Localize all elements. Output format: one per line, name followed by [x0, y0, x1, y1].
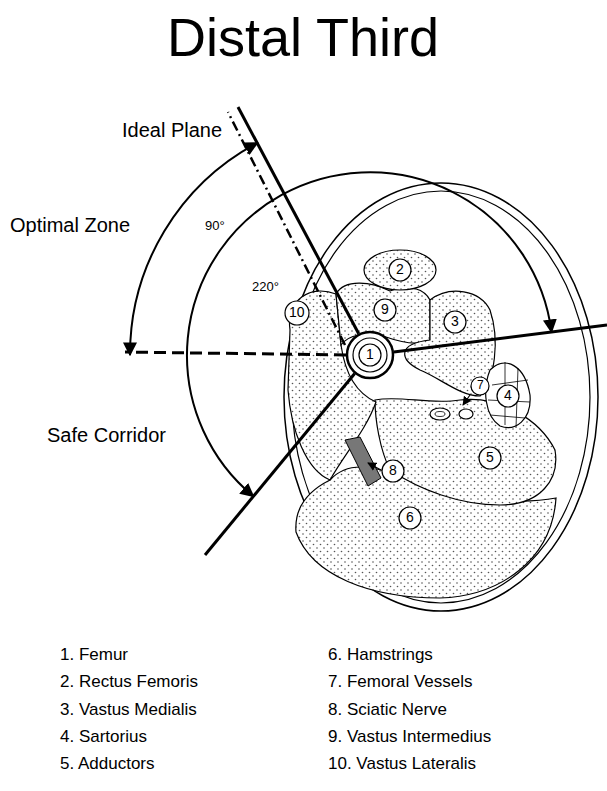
legend-item: 6. Hamstrings	[328, 646, 433, 665]
callout-number: 2	[396, 262, 404, 277]
legend-item: 2. Rectus Femoris	[60, 673, 198, 692]
legend-item: 3. Vastus Medialis	[60, 701, 197, 720]
angle-label: 90°	[203, 219, 227, 233]
legend-item: 1. Femur	[60, 646, 128, 665]
legend-item: 9. Vastus Intermedius	[328, 728, 491, 747]
callout-number: 6	[406, 510, 414, 525]
legend-item: 7. Femoral Vessels	[328, 673, 473, 692]
callout-number: 9	[381, 302, 389, 317]
plane-label: Ideal Plane	[120, 119, 224, 141]
legend-item: 8. Sciatic Nerve	[328, 701, 447, 720]
legend-item: 5. Adductors	[60, 755, 155, 774]
legend-item: 10. Vastus Lateralis	[328, 755, 476, 774]
callout-number: 4	[504, 388, 512, 403]
legend-item: 4. Sartorius	[60, 728, 147, 747]
callout-number: 3	[451, 314, 459, 329]
callout-number: 1	[366, 347, 374, 362]
angle-label: 220°	[250, 280, 281, 294]
zone-label: Safe Corridor	[45, 424, 168, 446]
diagram-title: Distal Third	[167, 8, 439, 67]
zone-label: Optimal Zone	[8, 214, 132, 236]
callout-number: 7	[477, 379, 484, 392]
callout-number: 5	[486, 450, 494, 465]
callout-number: 8	[389, 463, 397, 478]
callout-number: 10	[289, 305, 305, 320]
